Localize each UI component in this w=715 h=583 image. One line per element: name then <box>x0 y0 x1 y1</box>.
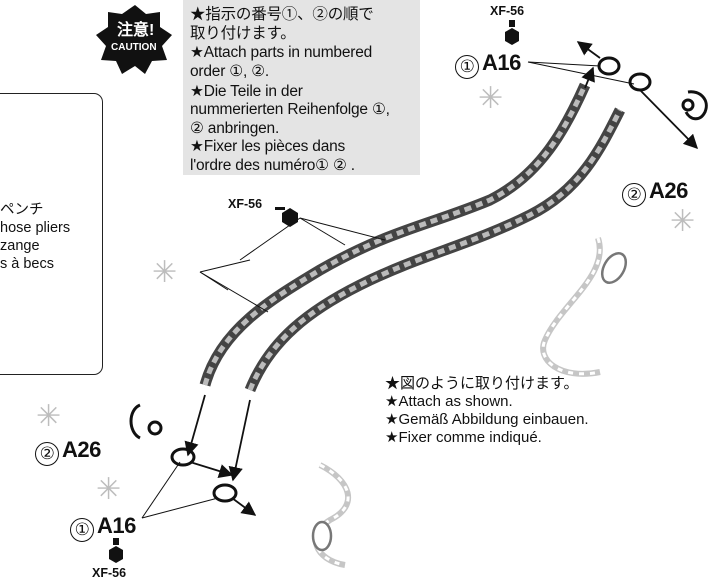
part-code: A26 <box>649 178 688 203</box>
instruction-line: ★Fixer comme indiqué. <box>385 429 542 446</box>
no-glue-icon: ✳ <box>152 256 178 289</box>
no-glue-icon: ✳ <box>96 473 122 506</box>
caution-badge-en: CAUTION <box>111 42 157 53</box>
chain-icon <box>311 462 352 568</box>
arrow-icon <box>184 41 699 516</box>
part-number: ① <box>455 55 479 79</box>
no-glue-icon: ✳ <box>36 400 62 433</box>
tool-name-fr: s à becs <box>0 256 54 272</box>
no-glue-icon: ✳ <box>478 82 504 115</box>
paint-bottle-icon <box>109 20 519 563</box>
chain-icon <box>540 237 628 377</box>
instruction-line: ★図のように取り付けます。 <box>385 375 579 392</box>
caution-panel <box>183 0 420 175</box>
instruction-line: ★Attach as shown. <box>385 393 513 410</box>
paint-code-mid: XF-56 <box>228 197 263 211</box>
shackle-icon <box>129 403 238 503</box>
tool-panel <box>0 93 103 375</box>
part-code: A16 <box>482 50 521 75</box>
part-number: ② <box>622 183 646 207</box>
tool-name-en: hose pliers <box>0 220 71 236</box>
caution-line: 取り付けます。 <box>190 25 296 42</box>
caution-line: l'ordre des numéro① ② . <box>190 157 355 174</box>
caution-line: ② anbringen. <box>190 120 280 137</box>
paint-code-bottom: XF-56 <box>92 566 127 580</box>
part-code: A26 <box>62 437 101 462</box>
caution-line: nummerierten Reihenfolge ①, <box>190 101 390 118</box>
tool-name-jp: ペンチ <box>0 202 44 218</box>
caution-line: order ①, ②. <box>190 63 270 80</box>
caution-line: ★Die Teile in der <box>190 83 303 100</box>
caution-line: ★Attach parts in numbered <box>190 44 373 61</box>
no-glue-icon: ✳ <box>670 205 696 238</box>
chain-icon <box>199 82 625 393</box>
caution-badge-icon <box>96 5 172 74</box>
caution-badge-jp: 注意! <box>117 22 155 39</box>
part-number: ② <box>35 442 59 466</box>
paint-code-top: XF-56 <box>490 4 525 18</box>
tool-name-de: zange <box>0 238 40 254</box>
instruction-line: ★Gemäß Abbildung einbauen. <box>385 411 589 428</box>
caution-line: ★Fixer les pièces dans <box>190 138 346 155</box>
caution-line: ★指示の番号①、②の順で <box>190 6 374 23</box>
part-code: A16 <box>97 513 136 538</box>
part-number: ① <box>70 518 94 542</box>
